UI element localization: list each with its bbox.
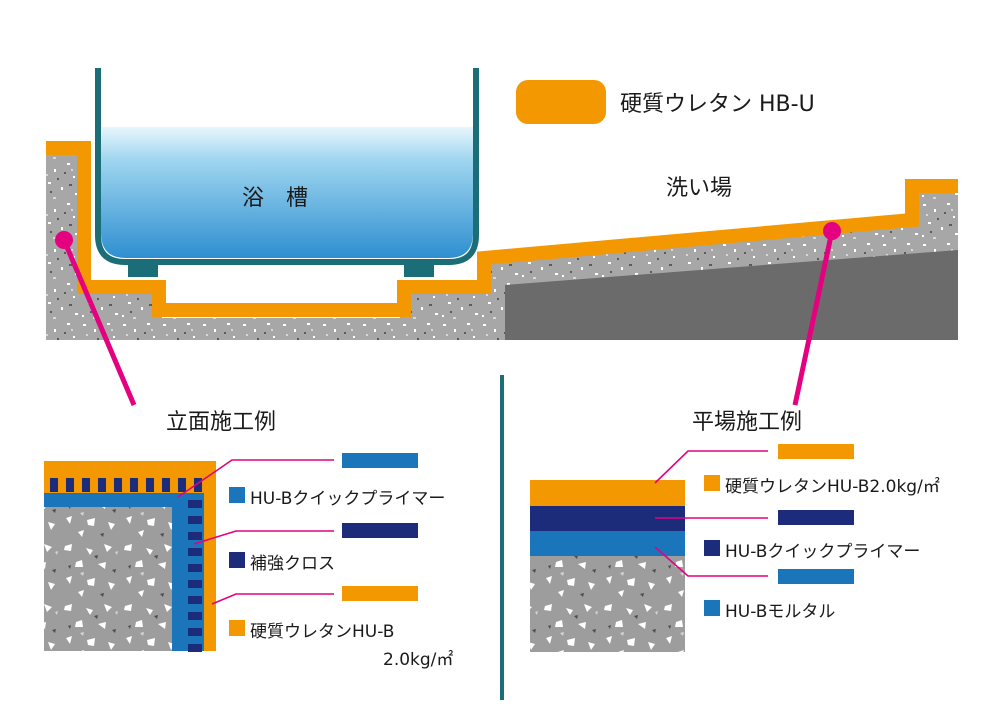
vertical-layer-label-urethane-amount: 2.0kg/㎡ xyxy=(383,650,454,670)
dark-slope-area xyxy=(505,250,958,340)
cloth-dash xyxy=(188,612,202,620)
cloth-dash xyxy=(98,478,106,492)
cloth-dash xyxy=(188,580,202,588)
vertical-layer-bar-primer xyxy=(342,453,418,468)
flat-concrete-block xyxy=(530,556,685,652)
cloth-dash xyxy=(188,548,202,556)
urethane-coating-line xyxy=(46,141,958,317)
vertical-layer-swatch-urethane xyxy=(229,620,245,636)
pointer-dot-right xyxy=(823,222,841,240)
pointer-dot-left xyxy=(55,231,73,249)
flat-example-title: 平場施工例 xyxy=(692,410,803,435)
pointer-line-left xyxy=(61,239,137,406)
vertical-example-title: 立面施工例 xyxy=(166,410,277,435)
cloth-dash xyxy=(188,500,202,508)
pointer-line-right xyxy=(792,230,835,406)
reinforcing-cloth-marks xyxy=(50,478,202,652)
vertical-layer-bar-urethane xyxy=(342,586,418,601)
bathtub-outline xyxy=(95,68,479,265)
cloth-dash xyxy=(130,478,138,492)
cloth-dash xyxy=(50,478,58,492)
flat-layer-label-primer: HU-Bクイックプライマー xyxy=(725,542,921,562)
cloth-dash xyxy=(188,628,202,636)
legend-label: 硬質ウレタン HB-U xyxy=(620,92,815,117)
vertical-layer-swatch-cloth xyxy=(229,552,245,568)
cloth-dash xyxy=(162,478,170,492)
cloth-dash xyxy=(66,478,74,492)
cloth-dash xyxy=(188,532,202,540)
flat-leader-3 xyxy=(654,546,768,577)
legend: 硬質ウレタン HB-U xyxy=(516,80,815,124)
vertical-leader-2 xyxy=(193,530,334,545)
flat-layer-bar-primer xyxy=(778,510,854,525)
cloth-dash xyxy=(188,644,202,652)
flat-layer-bar-mortar xyxy=(778,569,854,584)
flat-layer-bar-urethane xyxy=(778,444,854,459)
flat-layer-swatch-primer xyxy=(704,540,720,556)
flat-leader-1 xyxy=(654,450,768,484)
cloth-dash xyxy=(82,478,90,492)
vertical-leader-3 xyxy=(211,593,334,605)
vertical-concrete-block xyxy=(44,507,172,651)
vertical-layer-bar-cloth xyxy=(342,523,418,538)
washing-area-label: 洗い場 xyxy=(666,176,733,201)
vertical-layer-label-primer: HU-Bクイックプライマー xyxy=(250,489,446,509)
bathtub-label: 浴 槽 xyxy=(242,186,309,211)
bathtub-foot-right xyxy=(404,262,434,277)
vertical-layer-label-cloth: 補強クロス xyxy=(250,554,335,574)
cloth-dash xyxy=(178,478,186,492)
flat-layer-swatch-urethane xyxy=(704,475,720,491)
vertical-layer-label-urethane: 硬質ウレタンHU-B xyxy=(250,622,395,642)
vertical-leader-1 xyxy=(177,459,334,498)
cloth-dash xyxy=(114,478,122,492)
cloth-dash xyxy=(146,478,154,492)
bathtub-water xyxy=(101,127,473,258)
flat-layer-label-urethane: 硬質ウレタンHU-B2.0kg/㎡ xyxy=(725,477,940,497)
cloth-dash xyxy=(188,596,202,604)
vertical-layer-swatch-primer xyxy=(229,487,245,503)
flat-layer-swatch-mortar xyxy=(704,600,720,616)
bathtub-foot-left xyxy=(128,262,158,277)
flat-urethane-layer xyxy=(530,480,685,506)
cloth-dash xyxy=(188,564,202,572)
flat-mortar-layer xyxy=(530,531,685,556)
flat-layer-label-mortar: HU-Bモルタル xyxy=(725,602,836,622)
cloth-dash xyxy=(188,516,202,524)
cloth-dash xyxy=(194,478,202,492)
legend-swatch xyxy=(516,80,606,124)
